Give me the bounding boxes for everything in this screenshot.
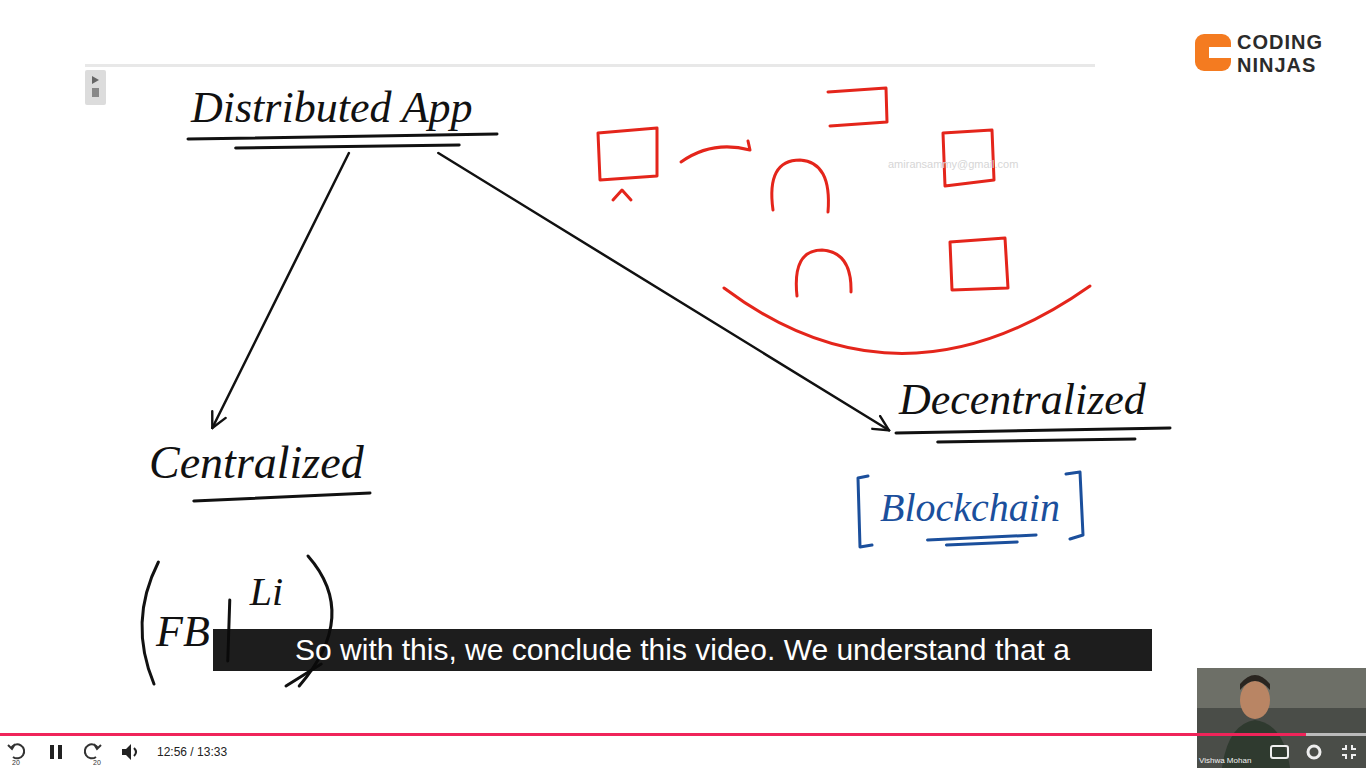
- captions-icon: [1271, 746, 1288, 758]
- presenter-face: [1240, 681, 1270, 719]
- watermark: amiransammy@gmail.com: [888, 158, 1018, 170]
- computer-stand-sketch: [613, 190, 631, 200]
- example-text: Li: [250, 568, 283, 615]
- hand-stroke: [194, 493, 370, 501]
- side-tab-arrow: [92, 76, 99, 84]
- time-display: 12:56 / 13:33: [157, 745, 227, 759]
- hand-stroke: [858, 476, 872, 547]
- computer-sketch: [598, 128, 657, 180]
- hand-stroke: [896, 428, 1170, 433]
- category-heading: Decentralized: [893, 370, 1156, 437]
- webcam-frame: [1197, 668, 1366, 768]
- computer-sketch: [772, 160, 829, 212]
- skip-seconds: 20: [93, 759, 101, 766]
- volume-icon: [122, 744, 131, 760]
- computer-sketch: [796, 250, 851, 296]
- heading-text: Centralized: [149, 436, 364, 489]
- volume-wave: [134, 748, 136, 756]
- hand-stroke: [236, 145, 460, 148]
- hand-stroke: [142, 562, 158, 684]
- root-heading: Distributed App: [185, 78, 483, 143]
- brand-logo: [1195, 34, 1231, 71]
- brand-name-holder: NINJAS: [1237, 54, 1316, 77]
- arrow-connector: [212, 153, 349, 428]
- brand-name: CODING: [1237, 31, 1323, 54]
- arrow-connector: [438, 153, 889, 430]
- hand-stroke: [1066, 472, 1083, 539]
- watermark-holder: amiransammy@gmail.com: [888, 158, 1018, 170]
- arrow-sketch: [681, 141, 750, 162]
- hand-stroke: [928, 535, 1037, 545]
- skip-seconds-holder: 20: [12, 759, 20, 766]
- skip-seconds-holder: 20: [93, 759, 101, 766]
- skip-seconds: 20: [12, 759, 20, 766]
- subtitle-holder: So with this, we conclude this video. We…: [213, 629, 1152, 671]
- brand-name: NINJAS: [1237, 54, 1316, 77]
- logo-mark: [1195, 34, 1231, 71]
- hand-stroke: [938, 439, 1135, 442]
- logo-cutout: [1209, 47, 1231, 58]
- player-bar: [0, 733, 1366, 760]
- pause-icon: [50, 745, 54, 759]
- forward-icon-head: [94, 744, 101, 749]
- side-tab-icon: [92, 88, 99, 97]
- board-top-rule: [85, 64, 1095, 67]
- hand-stroke: [188, 134, 497, 139]
- presenter-name-holder: Vishwa Mohan: [1199, 756, 1251, 765]
- rewind-icon-head: [8, 744, 15, 749]
- computer-sketch: [828, 88, 887, 126]
- heading-text: Distributed App: [191, 82, 473, 133]
- brand-name-holder: CODING: [1237, 31, 1323, 54]
- side-tab: [85, 70, 106, 105]
- time-display-holder: 12:56 / 13:33: [157, 745, 227, 759]
- progress-played: [0, 733, 1306, 736]
- heading-text: Decentralized: [899, 374, 1146, 425]
- fullscreen-icon: [1342, 745, 1356, 759]
- presenter-hair: [1240, 675, 1270, 690]
- webcam-wall: [1197, 668, 1366, 708]
- network-sketch: [598, 88, 1090, 354]
- example-text: FB: [156, 606, 210, 657]
- category-heading: Centralized: [143, 432, 374, 503]
- group-curve: [724, 286, 1090, 354]
- computer-sketch: [950, 238, 1008, 290]
- settings-icon: [1308, 746, 1320, 758]
- example-text: Blockchain: [880, 484, 1060, 531]
- presenter-name: Vishwa Mohan: [1199, 756, 1251, 765]
- bracketed-example: Blockchain: [852, 470, 1088, 551]
- progress-rest: [1306, 733, 1366, 736]
- subtitle: So with this, we conclude this video. We…: [213, 629, 1152, 671]
- pause-icon: [58, 745, 62, 759]
- webcam: [1197, 668, 1366, 768]
